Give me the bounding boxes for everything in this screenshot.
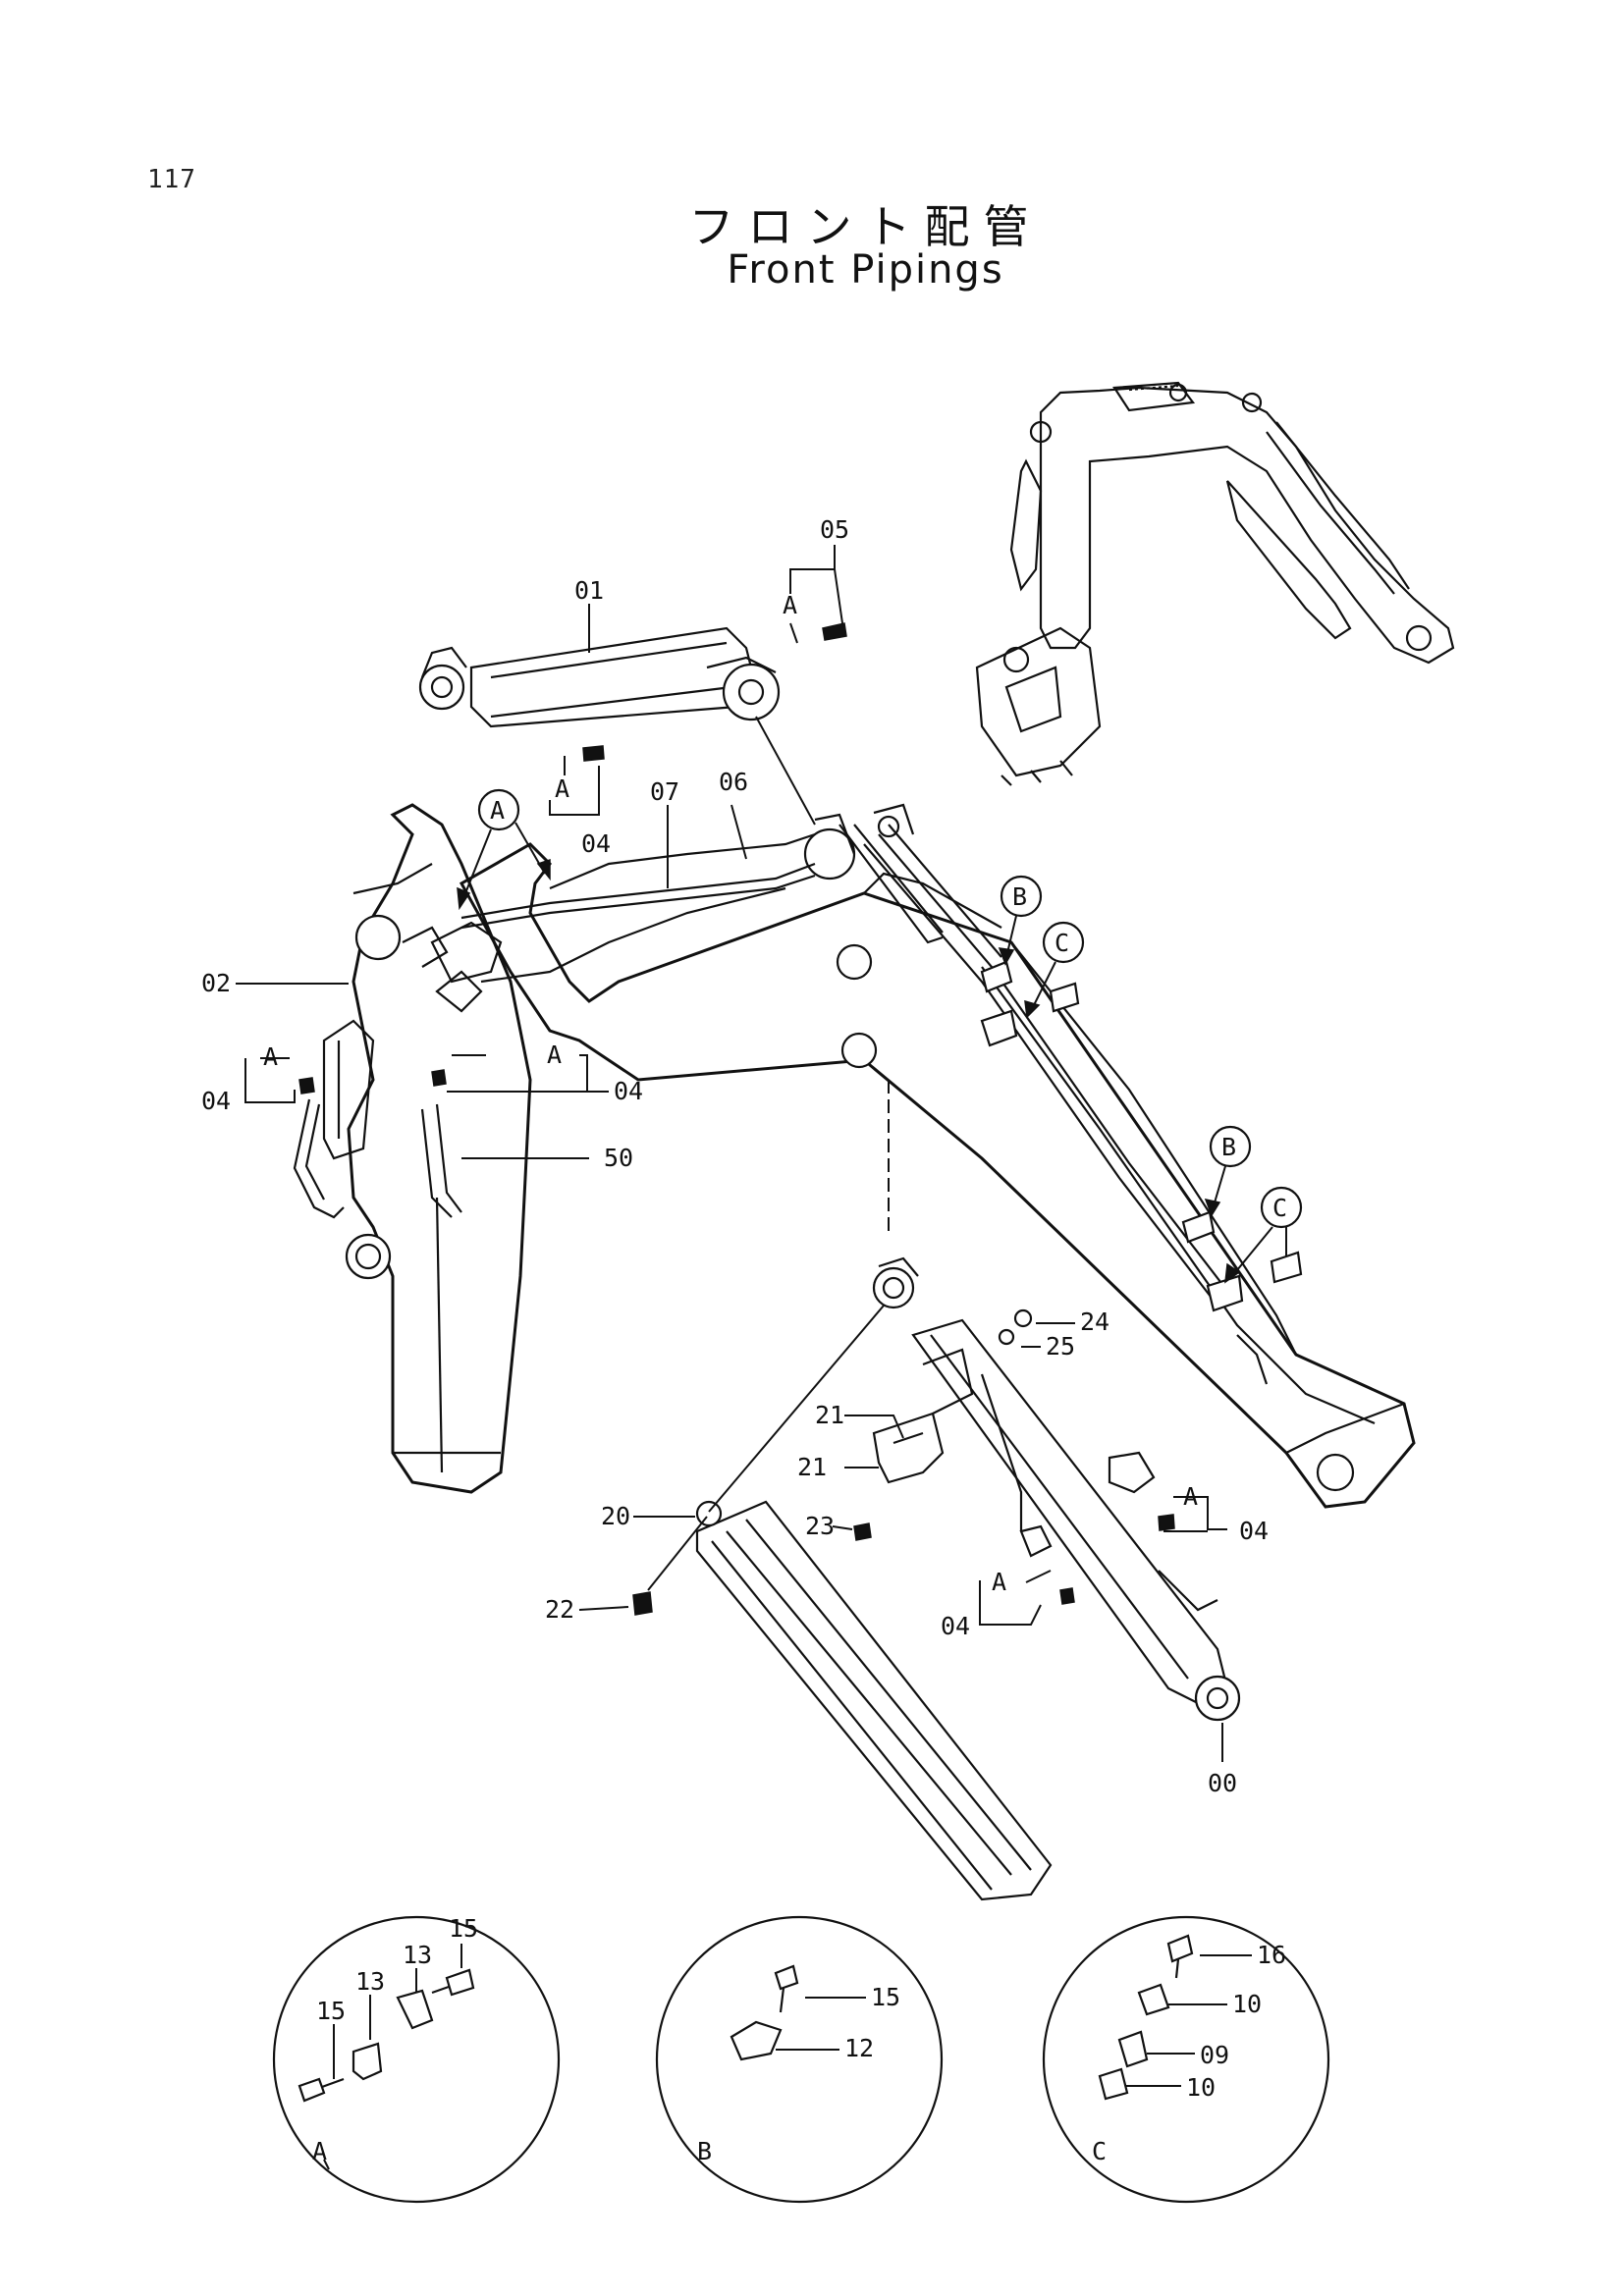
callout-50: 50 — [604, 1144, 633, 1172]
arm-illustration — [293, 803, 532, 1494]
callout-a3: A — [263, 1042, 278, 1071]
callout-a6: A — [992, 1568, 1006, 1596]
view-marker-a-label: A — [490, 796, 505, 825]
view-marker-a — [457, 788, 551, 911]
detail-view-a: A 15 13 13 15 — [272, 1914, 561, 2204]
callout-00: 00 — [1208, 1769, 1237, 1797]
callout-23: 23 — [805, 1512, 835, 1540]
detail-c-part-10-top: 10 — [1232, 1990, 1262, 2018]
callout-04b: 04 — [201, 1087, 231, 1115]
view-marker-c1-label: C — [1055, 929, 1069, 957]
detail-c-part-10-bottom: 10 — [1186, 2073, 1216, 2102]
callout-24: 24 — [1080, 1308, 1109, 1336]
title-english: Front Pipings — [727, 247, 1004, 293]
callout-04d: 04 — [1239, 1517, 1269, 1545]
callout-21a: 21 — [815, 1401, 844, 1429]
page-number: 117 — [147, 165, 196, 194]
callout-a2: A — [555, 774, 569, 803]
callout-01: 01 — [574, 576, 604, 605]
detail-c-part-09: 09 — [1200, 2041, 1229, 2069]
callout-04c: 04 — [614, 1077, 643, 1105]
view-marker-b2-label: B — [1221, 1133, 1236, 1161]
detail-view-c: C 16 10 09 10 — [1042, 1915, 1330, 2204]
detail-b-part-15: 15 — [871, 1983, 900, 2011]
callout-25: 25 — [1046, 1332, 1075, 1361]
detail-c-label: C — [1092, 2137, 1107, 2165]
callout-20: 20 — [601, 1502, 630, 1530]
detail-c-part-16: 16 — [1257, 1941, 1286, 1969]
view-marker-b1 — [998, 875, 1043, 966]
view-marker-b1-label: B — [1012, 882, 1027, 911]
view-marker-c1 — [1024, 921, 1085, 1019]
callout-02: 02 — [201, 969, 231, 997]
callout-05: 05 — [820, 515, 849, 544]
view-marker-b2 — [1204, 1125, 1252, 1217]
detail-a-part-15-right: 15 — [449, 1914, 478, 1943]
detail-b-part-12: 12 — [844, 2034, 874, 2062]
fittings — [298, 622, 1175, 1616]
boom-illustration — [459, 803, 1416, 1509]
boom-cylinder-01 — [418, 626, 781, 728]
callout-06: 06 — [719, 768, 748, 796]
detail-a-label: A — [312, 2137, 327, 2165]
callout-22: 22 — [545, 1595, 574, 1624]
detail-view-b: B 15 12 — [655, 1915, 944, 2204]
leader-lines — [236, 545, 1227, 1762]
clamps — [980, 960, 1303, 1312]
callout-04a: 04 — [581, 829, 611, 858]
callout-a5: A — [1183, 1482, 1198, 1511]
detail-a-part-15-left: 15 — [316, 1997, 346, 2025]
view-marker-c2-label: C — [1272, 1194, 1287, 1222]
title-japanese: フロント配管 — [688, 200, 1043, 253]
callout-21b: 21 — [797, 1453, 827, 1481]
view-marker-c2 — [1224, 1186, 1303, 1284]
callout-labels: 05 A 01 A 04 07 06 02 A 04 A 04 50 24 25… — [201, 515, 1287, 1797]
bracket-21 — [872, 1348, 974, 1484]
callout-07: 07 — [650, 777, 679, 806]
callout-a4: A — [547, 1041, 562, 1069]
detail-b-label: B — [697, 2137, 712, 2165]
detail-a-part-13-right: 13 — [403, 1941, 432, 1969]
callout-a1: A — [783, 591, 797, 619]
detail-a-part-13-left: 13 — [355, 1967, 385, 1996]
excavator-overview-illustration — [975, 381, 1455, 786]
boom-pipes — [460, 862, 816, 984]
dozer-blade-20 — [695, 1500, 1053, 1901]
callout-04e: 04 — [941, 1612, 970, 1640]
arm-cylinder-00 — [872, 1256, 1241, 1722]
